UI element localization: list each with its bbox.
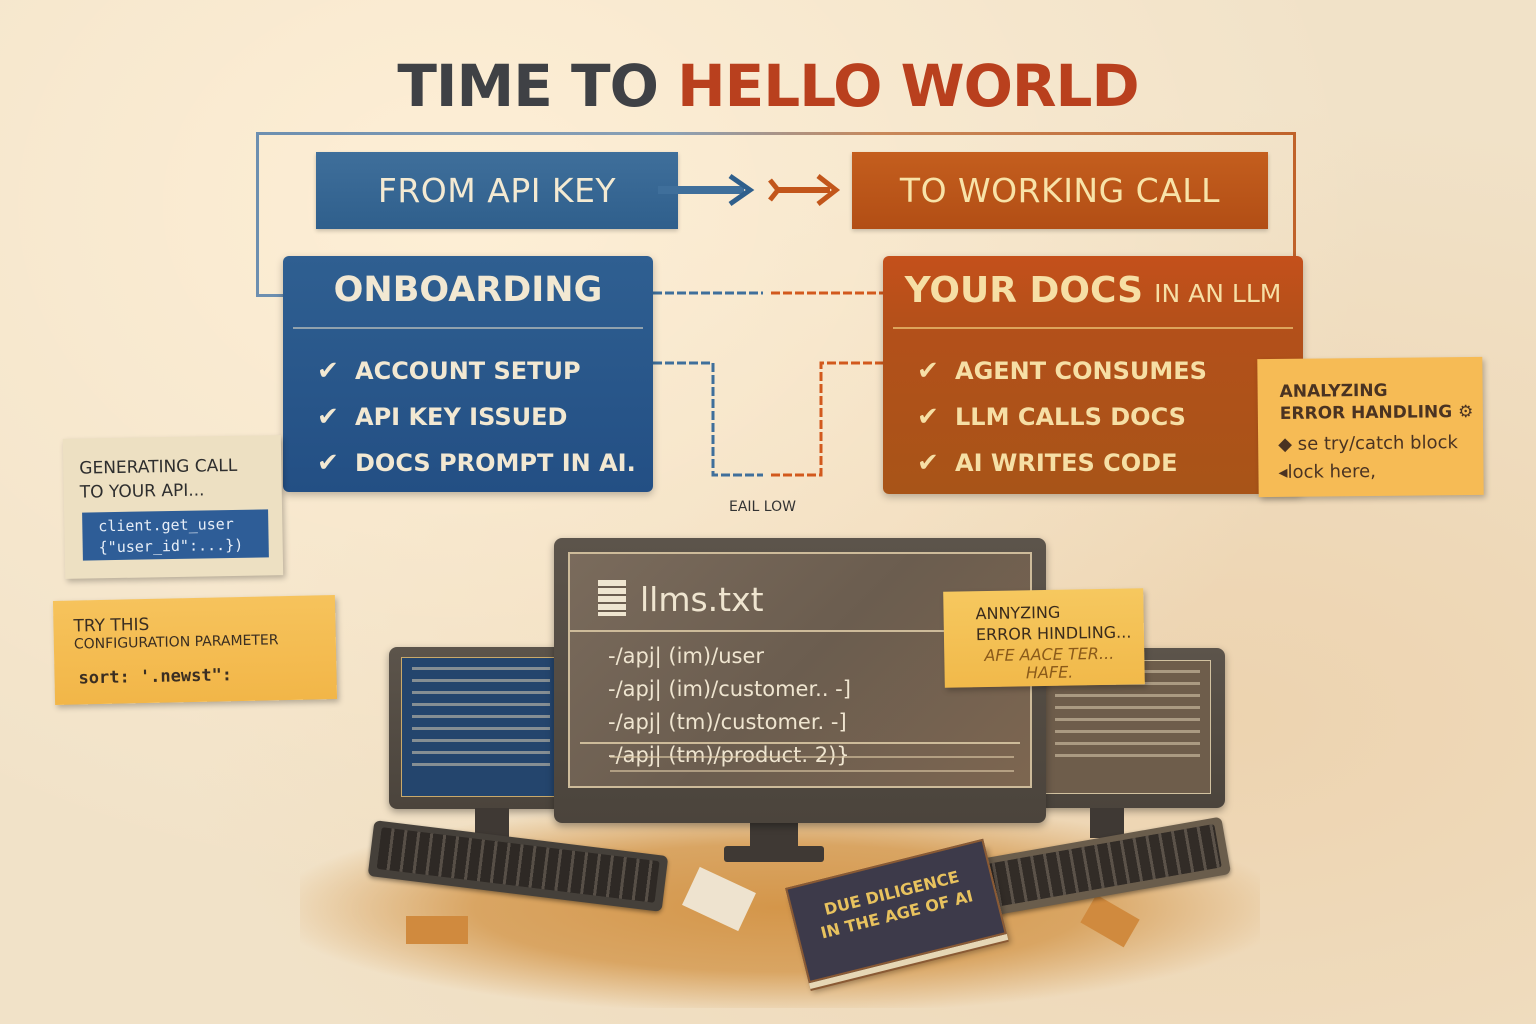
checklist-item: ✔ACCOUNT SETUP bbox=[317, 356, 581, 386]
connector-frame-left bbox=[256, 132, 259, 296]
llms-entry: -/apj| (im)/user bbox=[608, 644, 764, 668]
check-icon: ✔ bbox=[917, 448, 939, 478]
llms-entry: -/apj| (tm)/customer. -] bbox=[608, 710, 847, 734]
left-monitor bbox=[389, 647, 567, 809]
analyzing-note: ANNYZING ERROR HINDLING... AFE AACE TER.… bbox=[943, 588, 1145, 688]
llms-file-title: llms.txt bbox=[640, 580, 764, 619]
from-api-key-label: FROM API KEY bbox=[377, 171, 617, 210]
to-working-call-label: TO WORKING CALL bbox=[899, 171, 1221, 210]
check-icon: ✔ bbox=[917, 356, 939, 386]
dashed-connector bbox=[653, 291, 885, 477]
connector-frame-top bbox=[256, 132, 1296, 135]
connector-frame-left-foot bbox=[256, 294, 284, 297]
status-bar bbox=[580, 742, 1020, 778]
onboarding-title: ONBOARDING bbox=[333, 270, 603, 310]
try-this-note: TRY THIS CONFIGURATION PARAMETER sort: '… bbox=[52, 595, 338, 705]
monitor-stand bbox=[750, 822, 798, 848]
checklist-item: ✔API KEY ISSUED bbox=[317, 402, 568, 432]
checklist-item: ✔AI WRITES CODE bbox=[917, 448, 1178, 478]
docs-in-llm-title: YOUR DOCS IN AN LLM bbox=[904, 270, 1282, 311]
connector-frame-right bbox=[1293, 132, 1296, 260]
config-parameter: sort: '.newst": bbox=[78, 665, 233, 689]
check-icon: ✔ bbox=[317, 402, 339, 432]
onboarding-checklist: ✔ACCOUNT SETUP ✔API KEY ISSUED ✔DOCS PRO… bbox=[317, 348, 636, 486]
right-monitor bbox=[1030, 648, 1225, 808]
llms-entry: -/apj| (tm)/product. 2)} bbox=[608, 743, 850, 767]
onboarding-card: ONBOARDING ✔ACCOUNT SETUP ✔API KEY ISSUE… bbox=[283, 256, 653, 492]
checklist-item: ✔DOCS PROMPT IN AI. bbox=[317, 448, 636, 478]
divider bbox=[293, 327, 643, 329]
monitor-stand bbox=[1090, 808, 1124, 838]
generating-call-note: GENERATING CALL TO YOUR API... client.ge… bbox=[62, 435, 284, 579]
title-part-accent: HELLO WORLD bbox=[677, 52, 1140, 120]
monitor-base bbox=[724, 846, 824, 862]
bullet-icon: ◆ bbox=[1278, 433, 1293, 455]
page-title: TIME TO HELLO WORLD bbox=[0, 52, 1536, 120]
tool-icon: ⚙ bbox=[1457, 401, 1474, 423]
llms-entries: -/apj| (im)/user -/apj| (im)/customer.. … bbox=[608, 640, 851, 772]
wood-block bbox=[406, 916, 468, 944]
right-arrow-icon bbox=[658, 173, 841, 207]
check-icon: ✔ bbox=[317, 448, 339, 478]
docs-checklist: ✔AGENT CONSUMES ✔LLM CALLS DOCS ✔AI WRIT… bbox=[917, 348, 1207, 486]
bullet-icon: ◂ bbox=[1278, 461, 1288, 483]
connector-label: EAIL LOW bbox=[729, 499, 796, 515]
to-working-call-box: TO WORKING CALL bbox=[852, 152, 1268, 229]
docs-in-llm-card: YOUR DOCS IN AN LLM ✔AGENT CONSUMES ✔LLM… bbox=[883, 256, 1303, 494]
left-monitor-screen bbox=[401, 657, 561, 797]
error-handling-note: ANALYZING ERROR HANDLING ⚙ ◆ se try/catc… bbox=[1257, 356, 1484, 498]
divider bbox=[893, 327, 1293, 329]
code-snippet: client.get_user {"user_id":...}) bbox=[82, 509, 269, 561]
file-icon bbox=[598, 580, 626, 616]
divider bbox=[570, 630, 1030, 632]
check-icon: ✔ bbox=[917, 402, 939, 432]
title-part-dark: TIME TO bbox=[397, 52, 659, 120]
from-api-key-box: FROM API KEY bbox=[316, 152, 678, 229]
checklist-item: ✔LLM CALLS DOCS bbox=[917, 402, 1186, 432]
checklist-item: ✔AGENT CONSUMES bbox=[917, 356, 1207, 386]
check-icon: ✔ bbox=[317, 356, 339, 386]
llms-entry: -/apj| (im)/customer.. -] bbox=[608, 677, 851, 701]
